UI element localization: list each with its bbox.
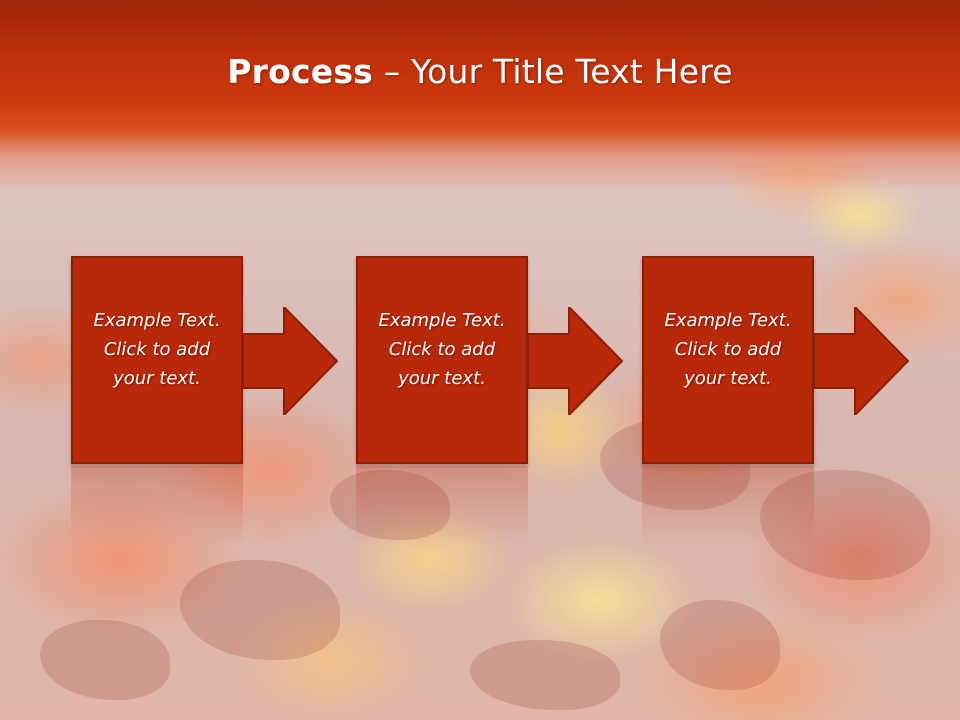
coal-shape [180,560,340,660]
step-box[interactable]: Example Text. Click to add your text. [356,256,528,464]
title-rest: – Your Title Text Here [373,52,733,91]
step-reflection [71,466,243,546]
arrow-right-icon [814,307,910,415]
step-text[interactable]: Example Text. Click to add your text. [93,309,221,389]
coal-shape [660,600,780,690]
step-text[interactable]: Example Text. Click to add your text. [378,309,506,389]
step-reflection [356,466,528,546]
step-box[interactable]: Example Text. Click to add your text. [71,256,243,464]
coal-shape [760,470,930,580]
arrow-right-icon [243,307,339,415]
coal-shape [40,620,170,700]
step-text[interactable]: Example Text. Click to add your text. [664,309,792,389]
slide-title[interactable]: Process – Your Title Text Here [0,52,960,91]
step-reflection [642,466,814,546]
step-box[interactable]: Example Text. Click to add your text. [642,256,814,464]
coal-shape [470,640,620,710]
title-band [0,0,960,190]
arrow-right-icon [528,307,624,415]
title-bold: Process [227,52,374,91]
coal-shape [330,470,450,540]
